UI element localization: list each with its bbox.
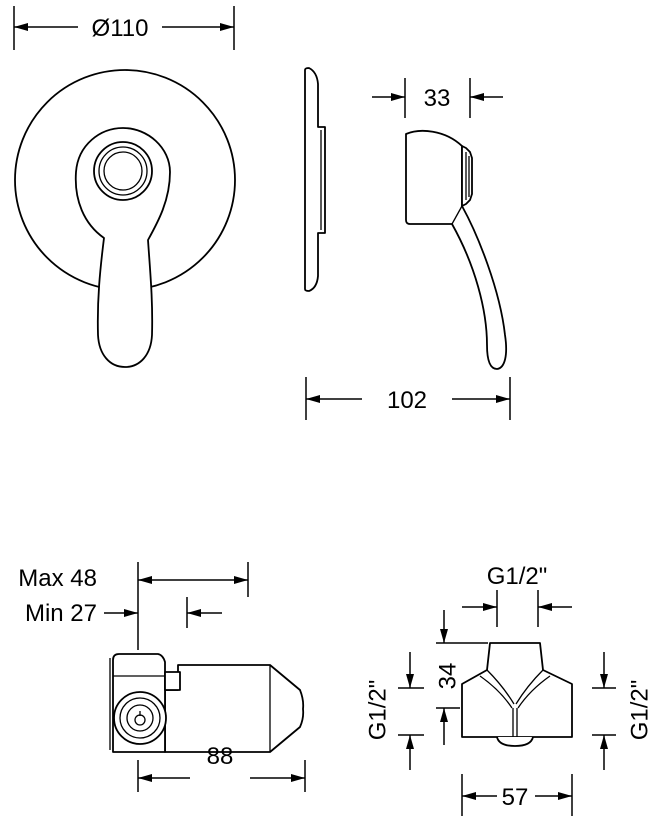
lever-side-view: 33 102	[305, 78, 511, 420]
body-seam-left-inner	[486, 669, 515, 705]
lever-hub-outer-ring	[93, 141, 153, 201]
body-seam-right-outer	[517, 675, 551, 709]
plate-side-profile	[304, 67, 326, 292]
inlet-port-middle	[119, 697, 161, 739]
lever-neck-edge	[451, 205, 463, 225]
valve-body-outline	[164, 664, 305, 753]
valve-front-outline	[461, 642, 573, 738]
lever-hub-cap	[103, 151, 143, 191]
body-seam-right-inner	[515, 669, 544, 705]
body-bottom-boss	[496, 736, 534, 747]
overall-depth-label: 102	[387, 387, 427, 414]
lever-side-profile	[405, 130, 508, 370]
diameter-label: Ø110	[92, 15, 149, 42]
lever-button-knob	[461, 145, 473, 207]
max-depth-label: Max 48	[18, 565, 97, 592]
plate-side-view	[304, 67, 326, 292]
valve-body-front-view: G1/2" 34 G1/2" G1/2"	[365, 563, 654, 816]
handle-depth-label: 33	[424, 85, 451, 112]
right-thread-label: G1/2"	[627, 680, 654, 741]
front-view: Ø110	[13, 6, 236, 368]
lever-hub-middle-ring	[98, 146, 148, 196]
body-seam-left-outer	[479, 675, 513, 709]
width-label: 57	[502, 784, 529, 811]
length-label: 88	[207, 743, 234, 770]
valve-body-side-view: Max 48 Min 27 88	[18, 562, 306, 792]
left-thread-label: G1/2"	[365, 680, 392, 741]
top-thread-label: G1/2"	[487, 563, 548, 590]
inlet-port-inner	[126, 704, 154, 732]
cartridge-clip	[164, 671, 181, 691]
inlet-port-outer	[113, 691, 167, 745]
height-label: 34	[435, 663, 462, 690]
min-depth-label: Min 27	[25, 600, 97, 627]
